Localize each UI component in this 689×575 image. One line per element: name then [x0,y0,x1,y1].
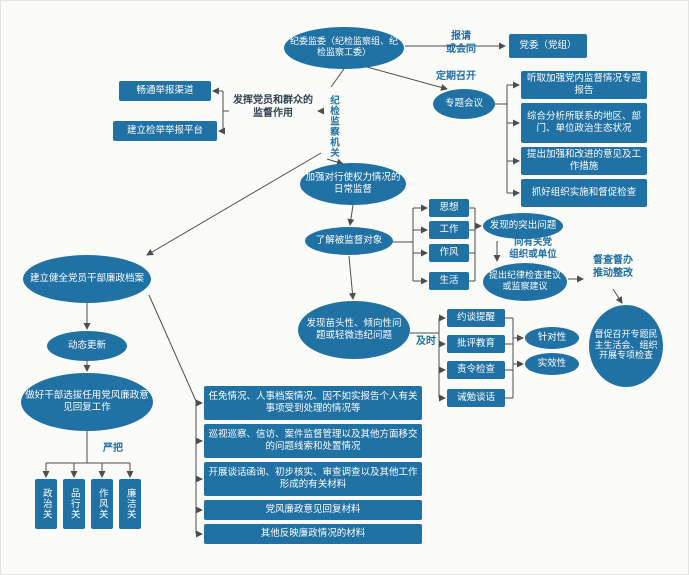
node-understand-subjects: 了解被监督对象 [305,227,393,255]
node-aspect-thought: 思想 [429,199,469,217]
archive-material-item: 任免情况、人事档案情况、因不如实报告个人有关事项受到处理的情况等 [204,386,422,420]
node-gate-political: 政治关 [35,479,57,529]
node-targeted: 针对性 [525,327,579,349]
meeting-task-item: 抓好组织实施和督促检查 [521,179,647,207]
archive-material-item: 开展谈话函询、初步核实、审查调查以及其他工作形成的有关材料 [204,462,422,496]
node-integrity-archive: 建立健全党员干部廉政档案 [23,255,151,303]
node-prominent-problems: 发现的突出问题 [483,213,563,239]
node-admonition-talk: 诫勉谈话 [447,389,505,407]
node-early-signs-problems: 发现苗头性、倾向性问题或轻微违纪问题 [298,301,410,359]
node-talk-reminder: 约谈提醒 [447,309,505,327]
label-supervise-rectify: 督查督办 推动整改 [593,255,633,279]
node-dynamic-update: 动态更新 [47,331,127,361]
label-to-party-org-or-unit: 向有关党 组织或单位 [509,237,557,260]
label-timely: 及时 [416,336,436,347]
node-criticism-education: 批评教育 [447,335,505,353]
node-special-meeting: 专题会议 [433,89,495,119]
node-gate-conduct: 作风关 [91,479,113,529]
node-gate-moral: 品行关 [63,479,85,529]
node-propose-suggestions: 提出纪律检查建议或监察建议 [483,263,567,301]
label-request-or-jointly: 报请 或会同 [446,31,476,55]
node-party-committee: 党委（党组） [509,34,587,58]
node-urge-special-meeting: 督促召开专题民主生活会、组织开展专项检查 [589,305,663,387]
meeting-task-item: 综合分析所联系的地区、部门、单位政治生态状况 [521,103,647,143]
archive-material-item: 党风廉政意见回复材料 [204,500,422,520]
label-periodic-convene: 定期召开 [436,71,476,82]
node-aspect-work: 工作 [429,221,469,239]
node-effective: 实效性 [525,353,579,375]
node-gate-integrity: 廉洁关 [119,479,141,529]
vertical-label-discipline-inspection-organ: 纪检监察机关 [328,94,339,158]
meeting-task-item: 听取加强党内监督情况专题报告 [521,71,647,99]
meeting-task-item: 提出加强和改进的意见及工作措施 [521,147,647,175]
node-discipline-commission: 纪委监委（纪检监察组、纪检监察工委） [284,27,404,69]
label-strict-gate: 严把 [103,443,123,454]
node-daily-supervision: 加强对行使权力情况的日常监督 [300,163,406,205]
node-report-platform: 建立检举举报平台 [113,121,217,141]
node-open-report-channel: 畅通举报渠道 [119,81,211,101]
label-member-mass-supervision: 发挥党员和群众的监督作用 [233,95,313,119]
node-appointment-opinion-reply: 做好干部选拔任用党风廉政意见回复工作 [21,373,153,431]
archive-material-item: 其他反映廉政情况的材料 [204,524,422,544]
node-aspect-life: 生活 [429,272,469,290]
archive-material-item: 巡视巡察、信访、案件监督管理以及其他方面移交的问题线索和处置情况 [204,424,422,458]
node-aspect-conduct: 作风 [429,244,469,262]
node-order-inspection: 责令检查 [447,361,505,379]
